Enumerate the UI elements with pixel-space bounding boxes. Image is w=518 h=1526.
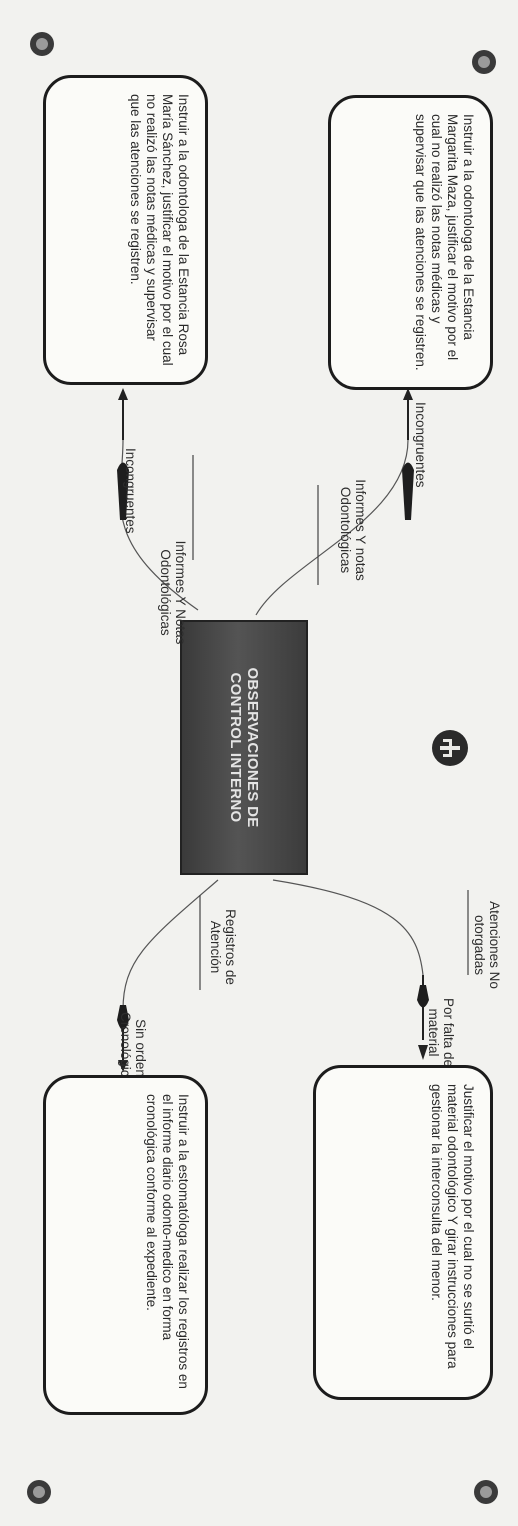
branch-category-label: Informes Y notas Odontológicas bbox=[338, 479, 368, 581]
branch-category-label: Registros de Atención bbox=[208, 909, 238, 985]
seal-icon bbox=[472, 50, 496, 74]
branch-sub-label: Incongruentes bbox=[413, 402, 428, 488]
branch-sub-label: Incongruentes bbox=[123, 448, 138, 534]
branch-category-label: Informes Y Notas Odontológicas bbox=[158, 540, 188, 645]
seal-icon bbox=[474, 1480, 498, 1504]
seal-icon bbox=[30, 32, 54, 56]
central-node: OBSERVACIONES DE CONTROL INTERNO bbox=[180, 620, 308, 875]
tree-icon bbox=[432, 730, 468, 766]
instruction-box: Instruir a la odontologa de la Estancia … bbox=[328, 95, 493, 390]
instruction-box: Justificar el motivo por el cual no se s… bbox=[313, 1065, 493, 1400]
instruction-box: Instruir a la odontologa de la Estancia … bbox=[43, 75, 208, 385]
branch-category-label: Atenciones No otorgadas bbox=[472, 901, 502, 989]
instruction-box: Instruir a la estomatóloga realizar los … bbox=[43, 1075, 208, 1415]
seal-icon bbox=[27, 1480, 51, 1504]
